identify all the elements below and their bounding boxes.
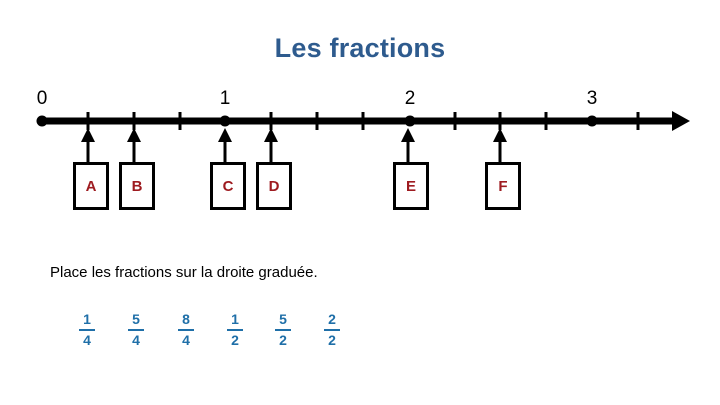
letter-box-label: A [85, 177, 97, 195]
letter-box-label: F [498, 177, 508, 195]
fraction-numerator: 5 [279, 311, 287, 327]
letter-box-f[interactable]: F [485, 162, 521, 210]
axis-label-3: 3 [586, 88, 598, 109]
fraction-bar [227, 328, 243, 331]
fraction-numerator: 8 [182, 311, 190, 327]
fraction-numerator: 5 [132, 311, 140, 327]
axis-major-tick [36, 115, 48, 127]
letter-box-a[interactable]: A [73, 162, 109, 210]
fraction-denominator: 2 [231, 331, 239, 348]
fraction-numerator: 1 [83, 311, 91, 327]
instruction-text: Place les fractions sur la droite gradué… [50, 264, 318, 281]
fraction-bar [128, 328, 144, 331]
letter-box-b[interactable]: B [119, 162, 155, 210]
fraction-denominator: 4 [182, 331, 190, 348]
axis-label-0: 0 [36, 88, 48, 109]
letter-box-label: D [268, 177, 280, 195]
letter-box-label: C [222, 177, 234, 195]
fraction-numerator: 2 [328, 311, 336, 327]
page-title: Les fractions [274, 33, 446, 63]
axis-major-tick [219, 115, 231, 127]
letter-box-label: B [131, 177, 143, 195]
marker-arrow-head-c [218, 128, 232, 142]
marker-arrow-head-d [264, 128, 278, 142]
fraction-denominator: 4 [83, 331, 91, 348]
fraction-denominator: 4 [132, 331, 140, 348]
letter-box-e[interactable]: E [393, 162, 429, 210]
fraction-denominator: 2 [328, 331, 336, 348]
axis-label-1: 1 [219, 88, 231, 109]
marker-arrow-head-b [127, 128, 141, 142]
fraction-numerator: 1 [231, 311, 239, 327]
axis-major-tick [404, 115, 416, 127]
letter-box-c[interactable]: C [210, 162, 246, 210]
fraction-bar [178, 328, 194, 331]
marker-arrow-head-f [493, 128, 507, 142]
axis-label-2: 2 [404, 88, 416, 109]
letter-box-label: E [405, 177, 416, 195]
fraction-bar [324, 328, 340, 331]
letter-box-d[interactable]: D [256, 162, 292, 210]
fraction-denominator: 2 [279, 331, 287, 348]
fraction-bar [275, 328, 291, 331]
axis-major-tick [586, 115, 598, 127]
marker-arrow-head-a [81, 128, 95, 142]
fraction-bar [79, 328, 95, 331]
axis-arrowhead [672, 111, 690, 131]
marker-arrow-head-e [401, 128, 415, 142]
